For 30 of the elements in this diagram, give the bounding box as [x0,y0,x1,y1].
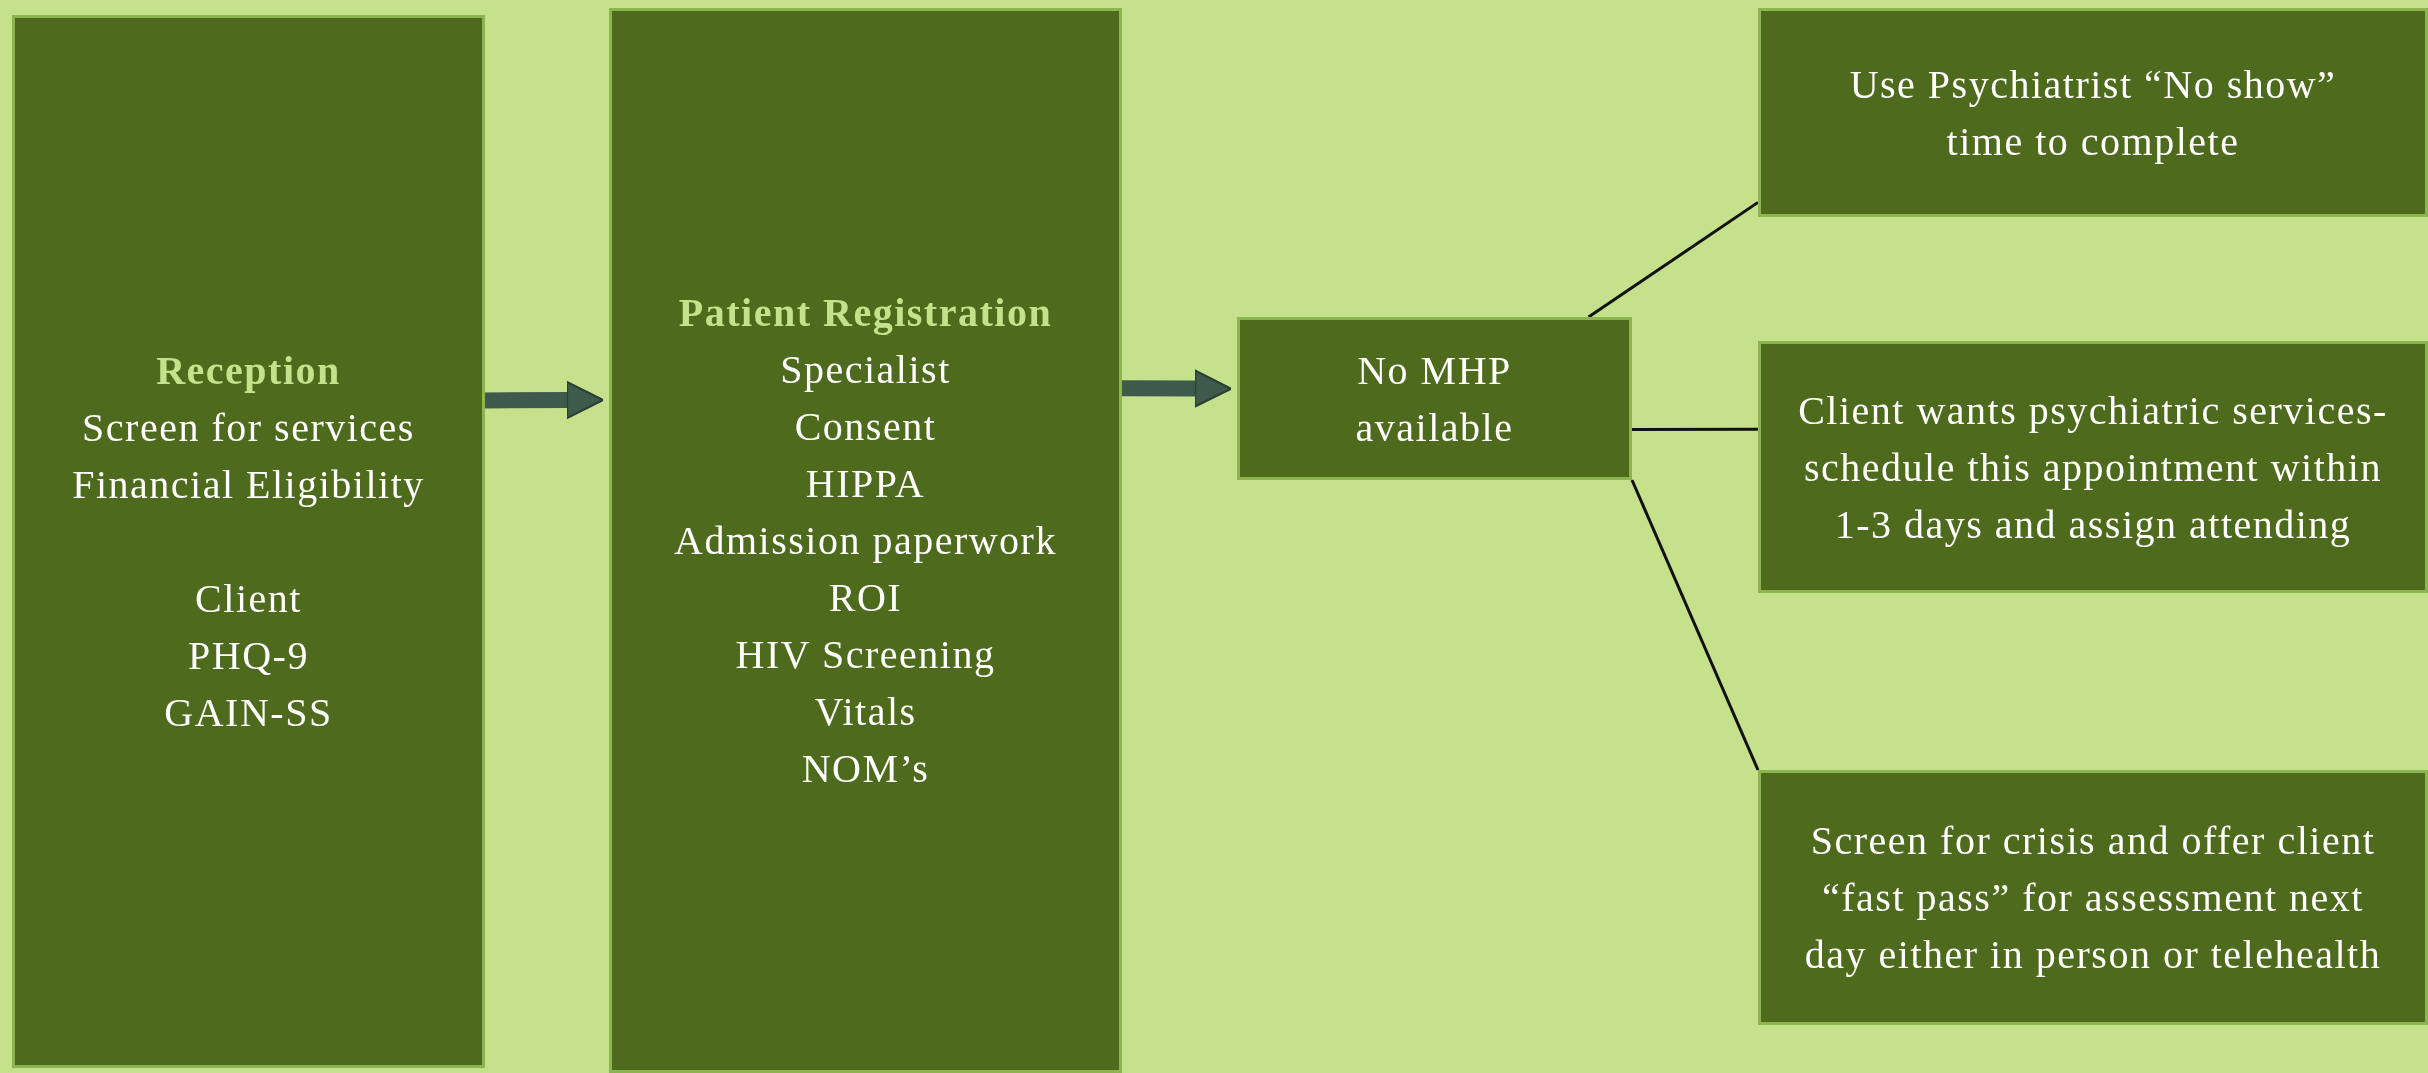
box-text: Client wants psychiatric services- schedule this appointment within 1-3 days and assign attending [1797,386,2389,549]
connector-line [1587,201,1759,319]
box-text: Specialist [780,346,951,394]
box-text: Admission paperwork [674,517,1057,565]
block-arrow [484,381,605,420]
box-text: PHQ-9 [188,632,309,680]
process-box [12,15,485,1068]
process-box [1758,341,2428,593]
box-text: NOM’s [801,745,930,793]
connector-line [1632,427,1758,431]
box-text: Use Psychiatrist “No show” time to complete [1848,60,2338,166]
process-box [609,8,1122,1073]
box-text: HIPPA [805,460,926,508]
process-box [1758,770,2428,1025]
box-heading: Reception [156,347,341,395]
process-box [1758,8,2428,217]
box-text: Screen for crisis and offer client “fast pass” for assessment next day either in person or telehealth [1803,817,2383,979]
process-box [1237,317,1632,480]
connector-line [1630,479,1760,771]
box-text: HIV Screening [735,631,996,679]
block-arrow [1121,369,1233,408]
box-text: ROI [828,574,903,622]
box-text: Consent [794,403,937,451]
box-text: Client [195,575,302,623]
box-text: No MHP available [1354,346,1515,452]
box-text: Vitals [814,688,917,736]
box-text: GAIN-SS [164,689,333,737]
box-text: Screen for services [82,404,415,452]
box-text: Financial Eligibility [72,461,425,509]
box-heading: Patient Registration [678,289,1053,337]
